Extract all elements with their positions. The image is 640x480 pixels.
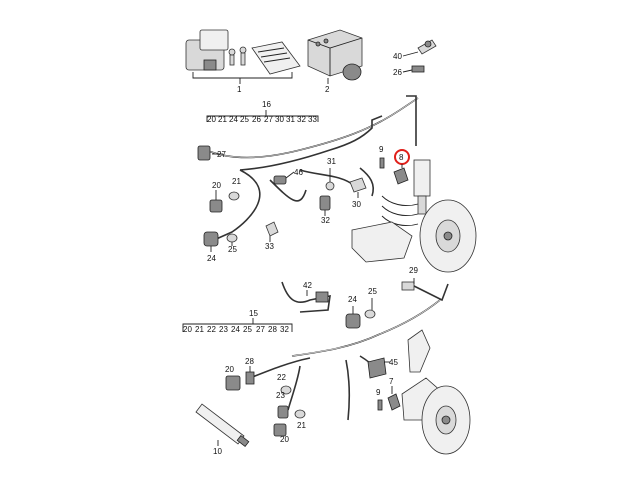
grommet-20-rear[interactable] (225, 375, 241, 391)
svg-text:24: 24 (229, 115, 238, 124)
label-21a: 21 (232, 177, 241, 186)
label-7: 7 (389, 377, 394, 386)
bracket-45[interactable] (367, 357, 387, 379)
label-45: 45 (389, 358, 398, 367)
label-33: 33 (265, 242, 274, 251)
svg-text:26: 26 (252, 115, 261, 124)
svg-text:25: 25 (240, 115, 249, 124)
label-20c: 20 (280, 435, 289, 444)
label-31: 31 (327, 157, 336, 166)
label-8: 8 (399, 153, 404, 162)
wheel-speed-sensor-7[interactable] (387, 393, 401, 411)
svg-text:24: 24 (231, 325, 240, 334)
header-bottom-refs: 20 21 22 23 24 25 27 28 32 (183, 325, 289, 334)
clip-28[interactable] (245, 371, 255, 385)
label-46: 46 (294, 168, 303, 177)
bolt-9-front[interactable] (379, 157, 385, 169)
cap-21-rear[interactable] (294, 409, 306, 419)
label-30: 30 (352, 200, 361, 209)
svg-text:27: 27 (264, 115, 273, 124)
label-28: 28 (245, 357, 254, 366)
stud-26[interactable] (411, 65, 425, 73)
label-16: 16 (262, 100, 271, 109)
clip-33[interactable] (265, 221, 279, 237)
label-24a: 24 (207, 254, 216, 263)
abs-hydraulic-unit[interactable] (307, 29, 363, 81)
rear-wiring-harness[interactable] (249, 299, 441, 421)
svg-text:20: 20 (207, 115, 216, 124)
abs-control-unit-kit[interactable] (185, 29, 301, 84)
rear-suspension-strut (401, 329, 443, 421)
label-20a: 20 (212, 181, 221, 190)
harness-bracket-42[interactable] (281, 281, 331, 313)
label-40: 40 (393, 52, 402, 61)
label-29: 29 (409, 266, 418, 275)
grease-tube-10[interactable] (195, 403, 250, 448)
plug-32[interactable] (319, 195, 331, 211)
clip-46[interactable] (273, 175, 287, 185)
svg-text:22: 22 (207, 325, 216, 334)
cap-25-front[interactable] (226, 233, 238, 243)
svg-text:28: 28 (268, 325, 277, 334)
label-21b: 21 (297, 421, 306, 430)
bolt-9-rear[interactable] (377, 399, 383, 411)
label-22: 22 (277, 373, 286, 382)
cap-25-rear[interactable] (364, 309, 376, 319)
svg-text:27: 27 (256, 325, 265, 334)
clip-31[interactable] (325, 181, 335, 191)
bolt-40[interactable] (417, 39, 437, 55)
grommet-20-front[interactable] (209, 199, 223, 213)
grommet-20-rear-lower[interactable] (273, 423, 287, 437)
header-top-refs: 20 21 24 25 26 27 30 31 32 33 (207, 115, 317, 124)
svg-text:20: 20 (183, 325, 192, 334)
bracket-30[interactable] (349, 177, 367, 193)
label-26: 26 (393, 68, 402, 77)
svg-text:30: 30 (275, 115, 284, 124)
label-25b: 25 (368, 287, 377, 296)
label-9b: 9 (376, 388, 381, 397)
connector-24-front[interactable] (203, 231, 219, 247)
sensor-lead-29[interactable] (401, 281, 449, 302)
svg-text:21: 21 (195, 325, 204, 334)
cap-21-front[interactable] (228, 191, 240, 201)
label-2: 2 (325, 85, 330, 94)
svg-text:31: 31 (286, 115, 295, 124)
label-15: 15 (249, 309, 258, 318)
label-42: 42 (303, 281, 312, 290)
label-25a: 25 (228, 245, 237, 254)
connector-24-rear[interactable] (345, 313, 361, 329)
svg-text:32: 32 (280, 325, 289, 334)
label-20b: 20 (225, 365, 234, 374)
plug-23[interactable] (277, 405, 289, 419)
svg-text:33: 33 (308, 115, 317, 124)
front-brake-disc (419, 199, 477, 273)
svg-text:23: 23 (219, 325, 228, 334)
label-23: 23 (276, 391, 285, 400)
label-32: 32 (321, 216, 330, 225)
svg-text:25: 25 (243, 325, 252, 334)
rear-brake-disc (421, 385, 471, 455)
front-suspension-strut (381, 159, 431, 227)
label-24b: 24 (348, 295, 357, 304)
label-9: 9 (379, 145, 384, 154)
label-10: 10 (213, 447, 222, 456)
label-1: 1 (237, 85, 242, 94)
connector-27[interactable] (197, 145, 211, 161)
label-27: 27 (217, 150, 226, 159)
svg-text:32: 32 (297, 115, 306, 124)
front-wheel-hub (351, 221, 413, 263)
wheel-speed-sensor-8[interactable] (393, 167, 409, 185)
cap-22[interactable] (280, 385, 292, 395)
svg-text:21: 21 (218, 115, 227, 124)
